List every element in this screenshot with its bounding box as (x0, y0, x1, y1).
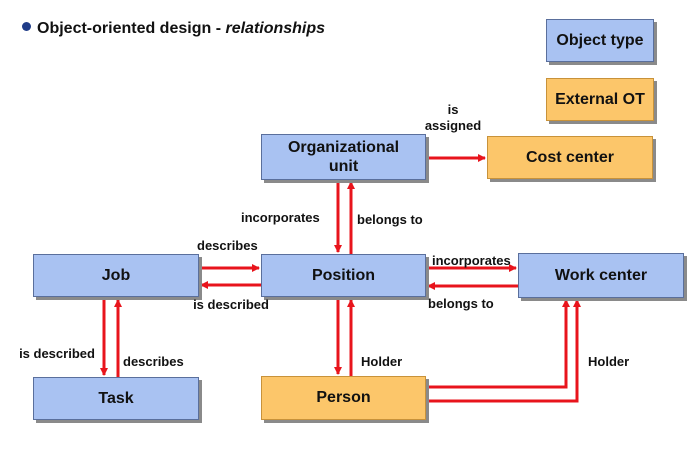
legend-external-ot: External OT (546, 78, 654, 121)
label-is-described-job-position: is described (193, 297, 269, 312)
arrow-person-to-workcenter-b (426, 299, 581, 403)
label-holder-position: Holder (361, 354, 403, 369)
title-emphasis: relationships (225, 20, 326, 37)
bullet-icon (22, 22, 31, 31)
label-is-assigned: is assigned (424, 102, 482, 133)
label-describes-task: describes (123, 354, 184, 369)
label-belongs-to-org: belongs to (357, 212, 423, 227)
diagram-title: Object-oriented design - relationships (22, 20, 325, 38)
node-position: Position (261, 254, 426, 297)
label-incorporates-workcenter: incorporates (432, 253, 511, 268)
label-incorporates-org: incorporates (241, 210, 320, 225)
node-cost-center: Cost center (487, 136, 653, 179)
node-work-center: Work center (518, 253, 684, 298)
node-task: Task (33, 377, 199, 420)
node-job: Job (33, 254, 199, 297)
label-holder-workcenter: Holder (588, 354, 630, 369)
node-person: Person (261, 376, 426, 420)
legend-object-type: Object type (546, 19, 654, 62)
label-belongs-to-workcenter: belongs to (428, 296, 494, 311)
arrow-person-to-workcenter-a (426, 299, 570, 389)
node-organizational-unit: Organizational unit (261, 134, 426, 180)
title-prefix: Object-oriented design - (37, 20, 226, 37)
label-describes-job-position: describes (197, 238, 258, 253)
label-is-described-task: is described (19, 346, 95, 361)
